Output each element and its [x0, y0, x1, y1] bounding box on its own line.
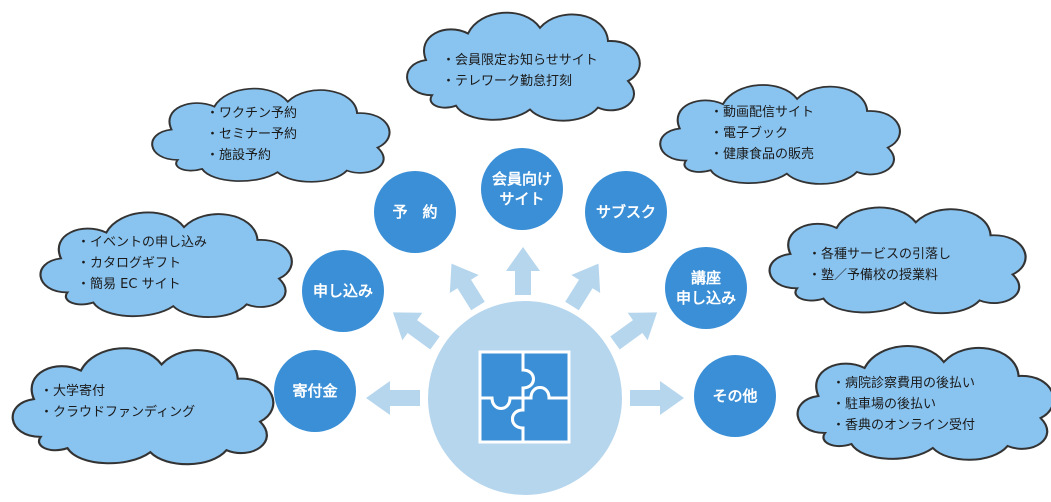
- cloud-item: クラウドファンディング: [40, 402, 195, 423]
- circle-label-sonota: その他: [694, 376, 776, 416]
- cloud-item: 簡易 EC サイト: [77, 274, 207, 295]
- circle-label-sabusuku: サブスク: [585, 192, 667, 232]
- cloud-item: 各種サービスの引落し: [808, 244, 951, 265]
- circle-text-kaiin-line2: サイト: [499, 190, 545, 208]
- cloud-text-yoyaku: ワクチン予約 セミナー予約 施設予約: [206, 103, 297, 166]
- circle-text-moushikomi: 申し込み: [312, 282, 373, 300]
- cloud-item: 健康食品の販売: [710, 144, 814, 165]
- cloud-item: 塾／予備校の授業料: [808, 265, 951, 286]
- circle-text-sonota: その他: [712, 387, 758, 405]
- circle-text-yoyaku: 予 約: [392, 203, 438, 221]
- circle-label-kaiin: 会員向け サイト: [481, 167, 563, 211]
- circle-moushikomi: [302, 250, 384, 332]
- circle-text-kaiin-line1: 会員向け: [491, 170, 552, 188]
- cloud-text-moushikomi: イベントの申し込み カタログギフト 簡易 EC サイト: [77, 232, 207, 295]
- cloud-item: 駐車場の後払い: [832, 394, 975, 415]
- cloud-item: テレワーク勤怠打刻: [442, 71, 598, 92]
- puzzle-icon: [478, 350, 571, 444]
- cloud-item: ワクチン予約: [206, 103, 297, 124]
- cloud-item: 大学寄付: [40, 381, 195, 402]
- circle-kaiin: [481, 148, 563, 230]
- arrow-left: [366, 381, 420, 415]
- arrow-upper-right: [610, 312, 658, 350]
- arrow-up-left: [449, 263, 485, 311]
- circle-text-kouza-line1: 講座: [690, 269, 721, 287]
- circle-kifu: [274, 350, 356, 432]
- circle-yoyaku: [374, 171, 456, 253]
- cloud-item: 動画配信サイト: [710, 102, 814, 123]
- cloud-text-kouza: 各種サービスの引落し 塾／予備校の授業料: [808, 244, 951, 286]
- cloud-item: セミナー予約: [206, 124, 297, 145]
- arrow-up: [506, 247, 540, 295]
- arrow-upper-left: [392, 312, 440, 350]
- circle-label-kouza: 講座 申し込み: [665, 266, 747, 310]
- circle-sonota: [694, 355, 776, 437]
- arrow-up-right: [565, 263, 601, 311]
- cloud-text-sonota: 病院診察費用の後払い 駐車場の後払い 香典のオンライン受付: [832, 373, 975, 436]
- circle-label-kifu: 寄付金: [274, 371, 356, 411]
- cloud-item: カタログギフト: [77, 253, 207, 274]
- circle-kouza: [665, 247, 747, 329]
- circle-label-yoyaku: 予 約: [374, 192, 456, 232]
- cloud-text-sabusuku: 動画配信サイト 電子ブック 健康食品の販売: [710, 102, 814, 165]
- circle-text-kouza-line2: 申し込み: [675, 289, 736, 307]
- cloud-item: 施設予約: [206, 145, 297, 166]
- circle-text-sabusuku: サブスク: [595, 203, 656, 221]
- cloud-text-kaiin: 会員限定お知らせサイト テレワーク勤怠打刻: [442, 50, 598, 92]
- circle-label-moushikomi: 申し込み: [302, 271, 384, 311]
- circle-sabusuku: [585, 171, 667, 253]
- puzzle-piece-bottom-right: [511, 386, 571, 444]
- circle-text-kifu: 寄付金: [292, 382, 338, 400]
- arrow-right: [630, 381, 684, 415]
- cloud-item: 香典のオンライン受付: [832, 415, 975, 436]
- cloud-item: 会員限定お知らせサイト: [442, 50, 598, 71]
- cloud-text-kifu: 大学寄付 クラウドファンディング: [40, 381, 195, 423]
- cloud-item: 電子ブック: [710, 123, 814, 144]
- cloud-item: イベントの申し込み: [77, 232, 207, 253]
- cloud-item: 病院診察費用の後払い: [832, 373, 975, 394]
